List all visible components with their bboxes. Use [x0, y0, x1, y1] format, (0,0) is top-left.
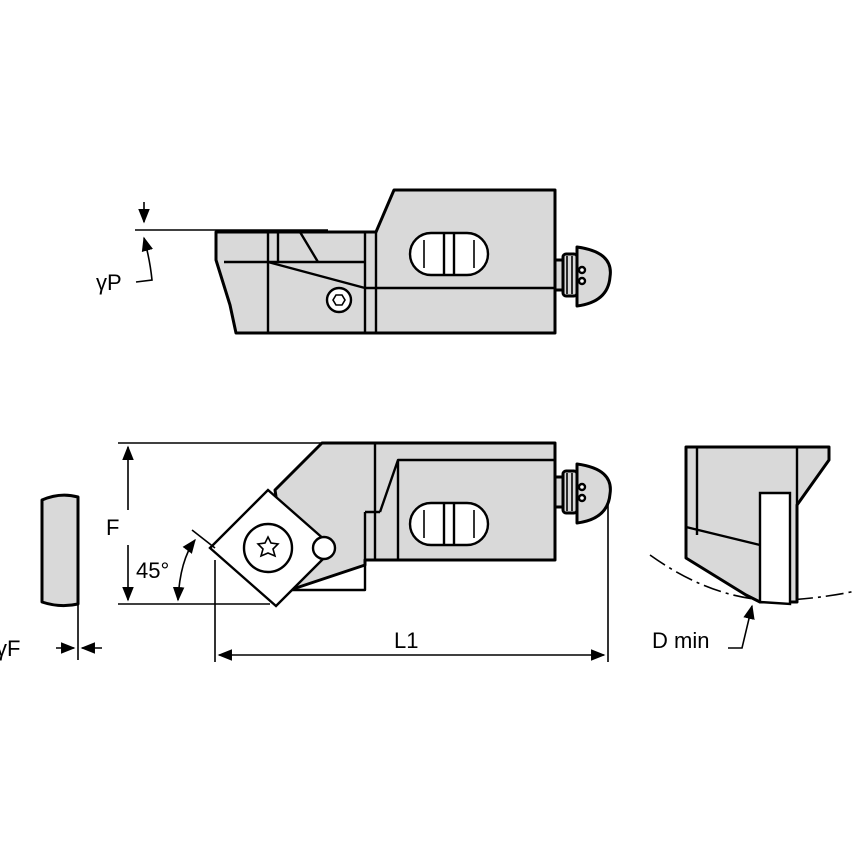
angle-label: 45° [136, 558, 169, 583]
insert-profile [40, 493, 80, 608]
end-view: D min [649, 445, 854, 653]
top-view-insert-seat [216, 230, 365, 333]
l1-label: L1 [394, 628, 418, 653]
gamma-f-label: γF [0, 636, 20, 661]
gamma-p-dimension: γP [96, 202, 328, 295]
d-min-label: D min [652, 628, 709, 653]
angle-dimension: 45° [136, 529, 216, 602]
front-view: F 45° L1 [106, 441, 612, 662]
gamma-f-dimension: γF [0, 604, 102, 661]
front-view-plunger [553, 462, 612, 525]
front-view-insert [208, 488, 337, 608]
top-view-body [214, 188, 557, 335]
front-view-slot [408, 501, 490, 547]
gamma-p-label: γP [96, 270, 122, 295]
insert-side-view: γF [0, 493, 102, 661]
end-view-insert [758, 491, 792, 606]
top-view: γP [96, 188, 612, 335]
f-label: F [106, 515, 119, 540]
top-view-slot [408, 231, 490, 277]
d-min-dimension: D min [652, 604, 755, 653]
top-view-plunger [553, 245, 612, 308]
torx-star-icon [256, 535, 280, 558]
f-dimension: F [106, 442, 322, 605]
hex-socket-icon [325, 286, 353, 314]
end-view-body [684, 445, 831, 604]
l1-dimension: L1 [214, 505, 609, 662]
